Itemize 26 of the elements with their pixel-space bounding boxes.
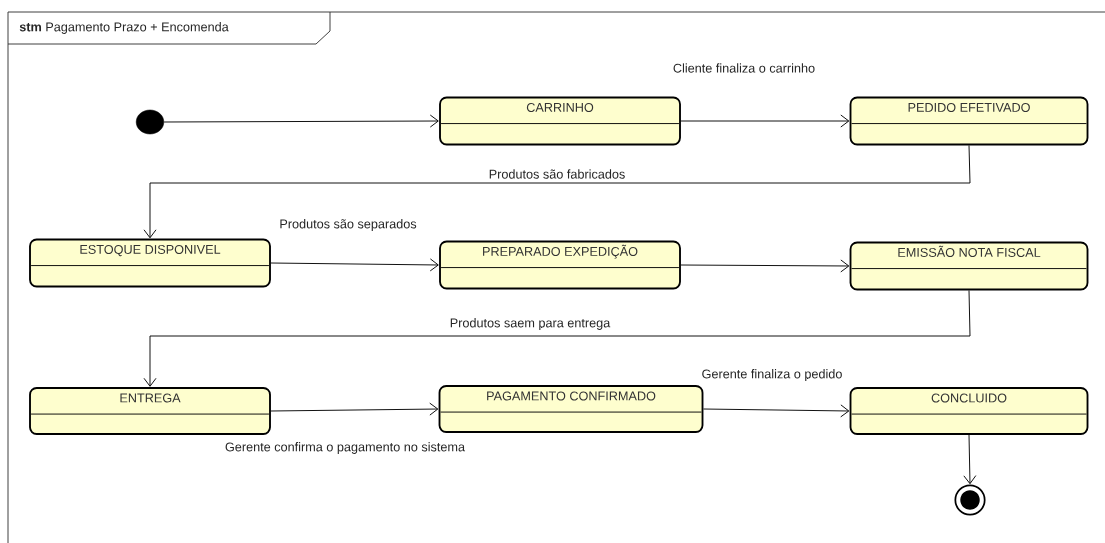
transition-arrow [270, 258, 439, 272]
state-box: ENTREGA [29, 387, 271, 435]
edge-label: Gerente finaliza o pedido [702, 369, 842, 381]
transition-arrow [702, 404, 850, 418]
state-box: PAGAMENTO CONFIRMADO [438, 385, 704, 433]
state-box: PEDIDO EFETIVADO [849, 96, 1089, 146]
transition-arrow [163, 114, 439, 128]
edge-label: Gerente confirma o pagamento no sistema [225, 442, 465, 454]
edge-label: Produtos saem para entrega [450, 318, 611, 330]
final-state [954, 484, 986, 516]
frame-tab: stm Pagamento Prazo + Encomenda [7, 11, 331, 45]
transition-arrow [963, 434, 977, 485]
transition-arrow [270, 402, 439, 416]
state-box: PREPARADO EXPEDIÇÃO [439, 240, 681, 290]
state-box: CARRINHO [439, 96, 681, 146]
edge-label: Produtos são separados [280, 219, 417, 231]
state-box: ESTOQUE DISPONIVEL [29, 238, 271, 288]
transition-arrow [143, 289, 971, 387]
transition-arrow [680, 114, 850, 128]
transition-arrow [680, 259, 850, 273]
transition-arrow [143, 144, 971, 239]
initial-state [135, 109, 165, 135]
state-box: CONCLUIDO [849, 387, 1089, 435]
edge-label: Cliente finaliza o carrinho [673, 63, 815, 73]
state-box: EMISSÃO NOTA FISCAL [849, 241, 1089, 291]
edge-label: Produtos são fabricados [489, 169, 625, 179]
